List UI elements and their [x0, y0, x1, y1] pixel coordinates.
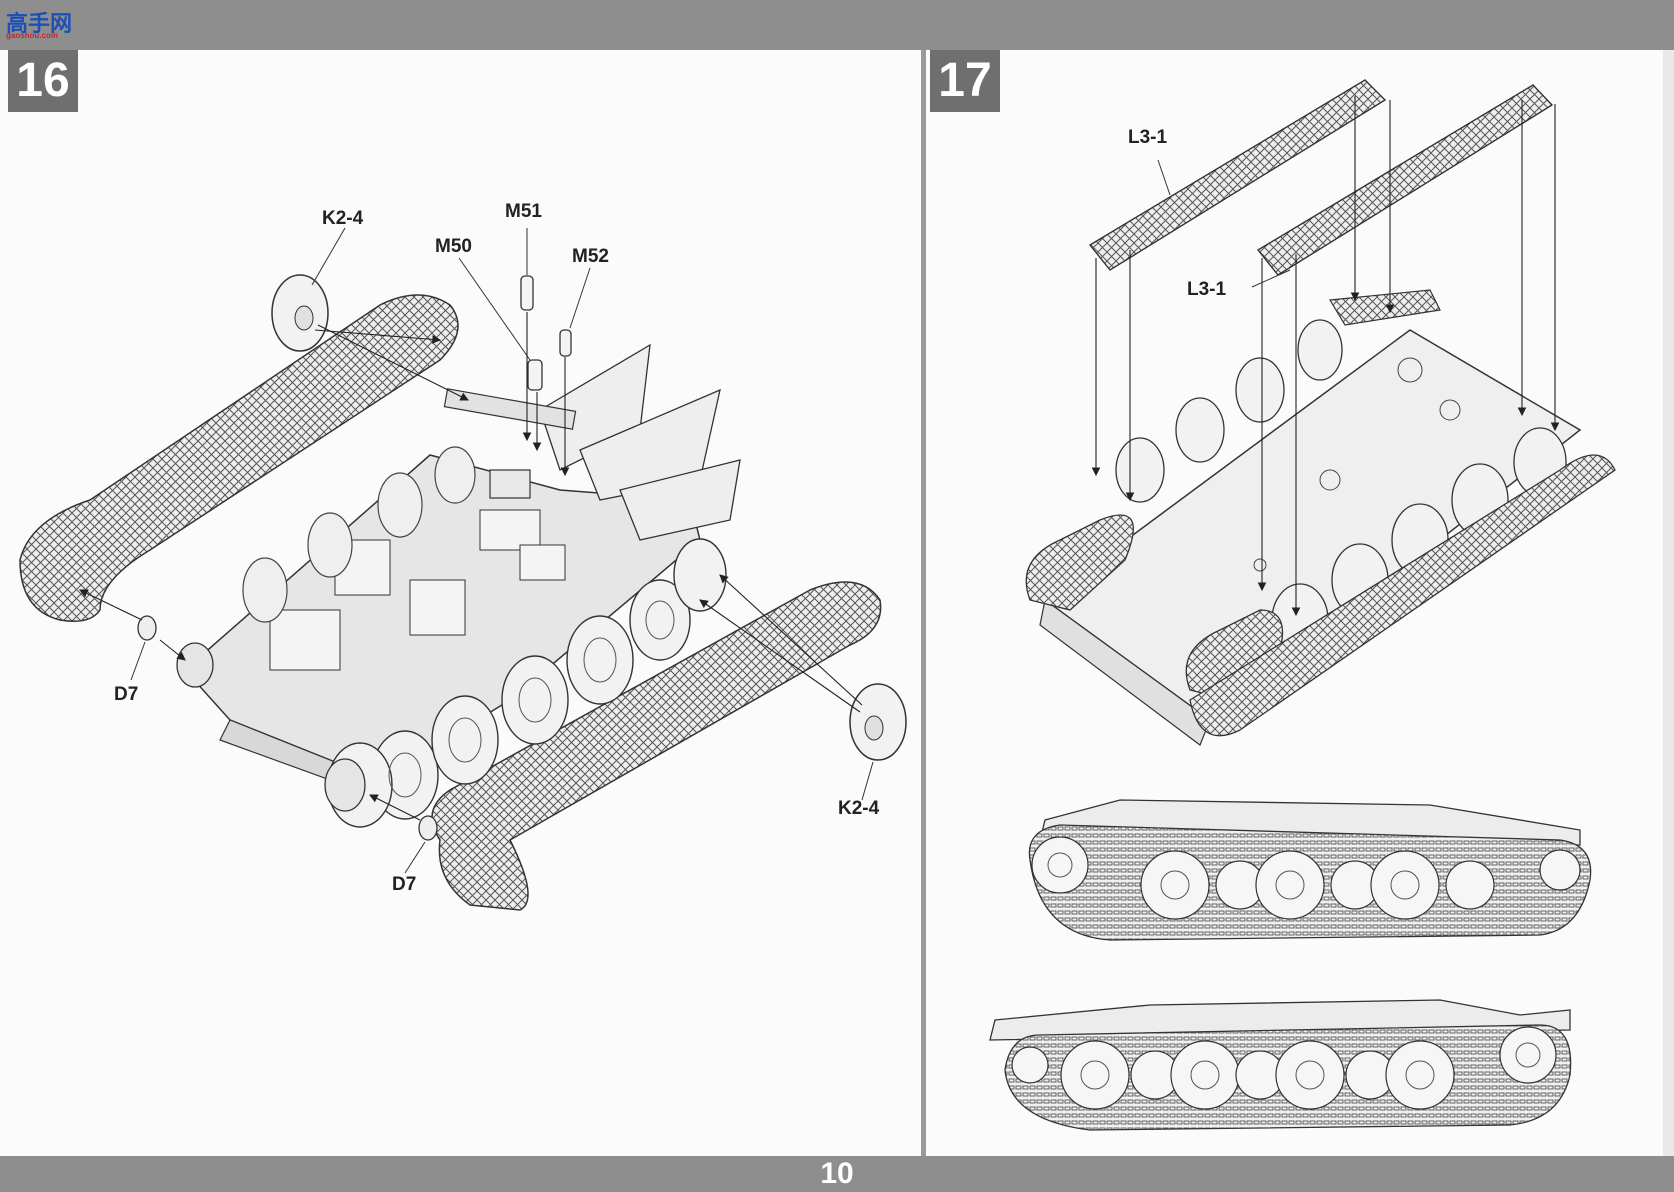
bottom-bar	[0, 1156, 1674, 1192]
step-16-drawing	[19, 227, 907, 911]
track-l3-lower	[1256, 84, 1554, 276]
part-label-l3-1-top: L3-1	[1128, 127, 1168, 148]
part-label-k2-4-left: K2-4	[322, 208, 364, 229]
panel-divider	[921, 50, 926, 1156]
cap-d7-left	[137, 615, 157, 641]
site-logo-text: 高手网	[6, 11, 73, 36]
step-number-16: 16	[8, 50, 78, 112]
part-label-l3-1-mid: L3-1	[1187, 279, 1227, 300]
part-label-m51: M51	[505, 201, 542, 222]
top-bar: 高手网 gaoshou.com	[0, 0, 1674, 50]
step-number-17: 17	[930, 50, 1000, 112]
part-m50	[527, 359, 543, 391]
track-l3-upper	[1088, 79, 1387, 271]
side-view-left	[989, 999, 1572, 1131]
side-view-right	[1028, 799, 1592, 941]
part-m52	[559, 329, 572, 357]
part-m51	[520, 275, 534, 311]
part-label-d7-bottom: D7	[392, 874, 417, 895]
part-label-m50: M50	[435, 236, 472, 257]
cap-d7-bottom	[418, 815, 438, 841]
part-label-m52: M52	[572, 246, 609, 267]
part-label-d7-left: D7	[114, 684, 139, 705]
page-number: 10	[820, 1157, 854, 1190]
site-logo: 高手网 gaoshou.com	[6, 6, 76, 40]
site-logo-subtext: gaoshou.com	[6, 31, 59, 40]
track-right	[431, 581, 882, 911]
part-label-k2-4-right: K2-4	[838, 798, 880, 819]
track-left	[19, 294, 459, 622]
step-17-drawing	[989, 79, 1616, 1131]
